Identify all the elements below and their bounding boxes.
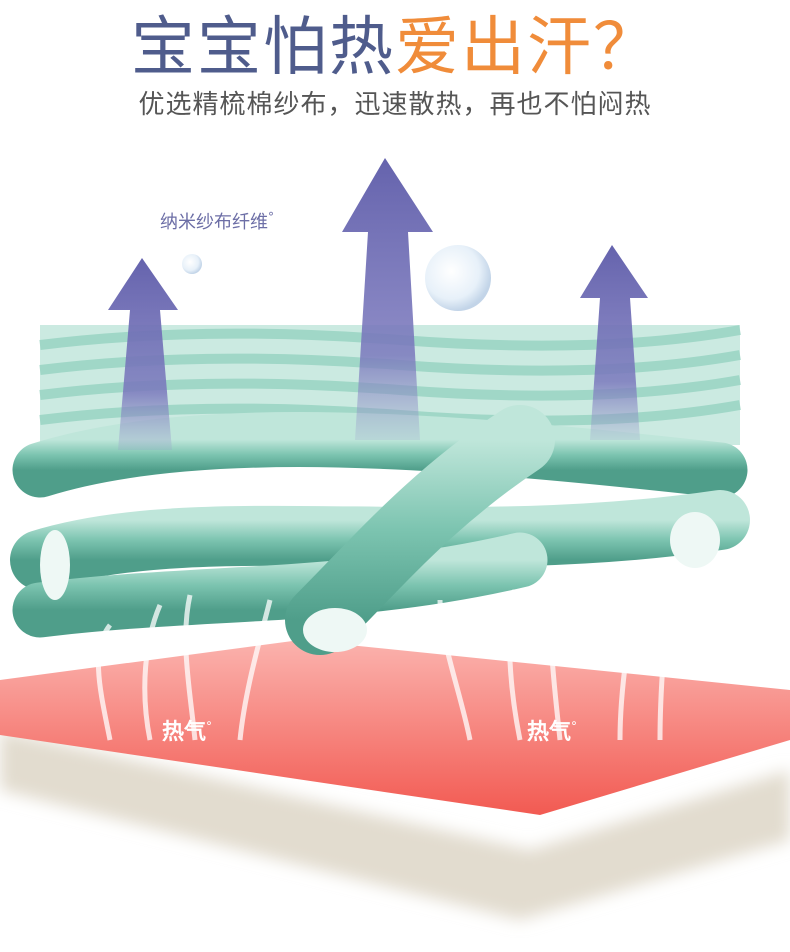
heat-label-right: 热气° xyxy=(527,714,577,746)
degree-mark: ° xyxy=(206,719,213,734)
subheadline: 优选精梳棉纱布，迅速散热，再也不怕闷热 xyxy=(138,90,652,120)
fiber-label-text: 纳米纱布纤维 xyxy=(160,212,268,233)
headline-part-orange: 爱出汗？ xyxy=(395,11,659,85)
degree-mark: ° xyxy=(571,719,578,734)
heat-label-text: 热气 xyxy=(162,720,207,745)
fabric-illustration: 纳米纱布纤维° 热气° 热气° xyxy=(0,140,790,952)
headline-part-blue: 宝宝怕热 xyxy=(131,11,395,85)
degree-mark: ° xyxy=(268,210,274,224)
fiber-label: 纳米纱布纤维° xyxy=(160,208,274,234)
headline: 宝宝怕热爱出汗？ xyxy=(0,8,790,88)
fabric-illustration-graphic xyxy=(0,158,790,920)
heat-label-text: 热气 xyxy=(527,720,572,745)
heat-label-left: 热气° xyxy=(162,714,212,746)
